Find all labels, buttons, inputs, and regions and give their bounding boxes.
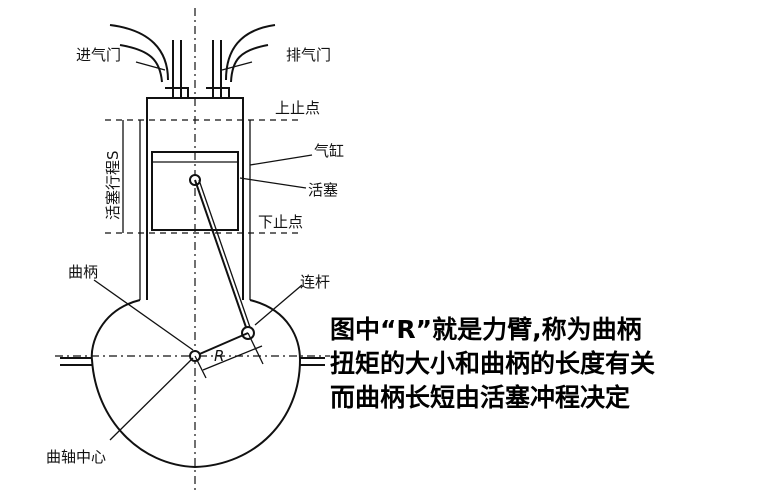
caption-line-3: 而曲柄长短由活塞冲程决定	[330, 383, 630, 412]
label-exhaust-valve: 排气门	[286, 46, 331, 64]
leader-crank	[93, 279, 194, 351]
radius-dimension	[202, 345, 263, 371]
label-crank: 曲柄	[68, 263, 98, 281]
label-crank-center: 曲轴中心	[46, 448, 106, 466]
label-connecting-rod: 连杆	[300, 273, 330, 291]
cylinder-head	[146, 97, 244, 120]
label-piston: 活塞	[308, 181, 338, 199]
exhaust-valve-shape	[206, 24, 276, 98]
caption-line-2: 扭矩的大小和曲柄的长度有关	[330, 349, 655, 378]
piston-body	[151, 151, 239, 231]
leader-intake	[135, 61, 166, 71]
leader-cylinder	[249, 154, 313, 166]
label-piston-stroke: 活塞行程S	[104, 150, 122, 220]
label-tdc: 上止点	[275, 99, 320, 117]
label-bdc: 下止点	[258, 213, 303, 231]
leader-exhaust	[221, 61, 253, 71]
label-cylinder: 气缸	[314, 142, 344, 160]
connecting-rod-line	[194, 179, 249, 334]
leader-center	[109, 357, 194, 441]
label-radius: R	[214, 347, 224, 365]
caption-line-1: 图中“R”就是力臂,称为曲柄	[330, 315, 642, 344]
leader-piston	[239, 177, 307, 189]
crank-arm	[194, 332, 249, 357]
crankcase	[90, 299, 302, 469]
intake-valve-shape	[109, 24, 189, 98]
leader-rod	[254, 284, 303, 326]
label-intake-valve: 进气门	[76, 46, 121, 64]
